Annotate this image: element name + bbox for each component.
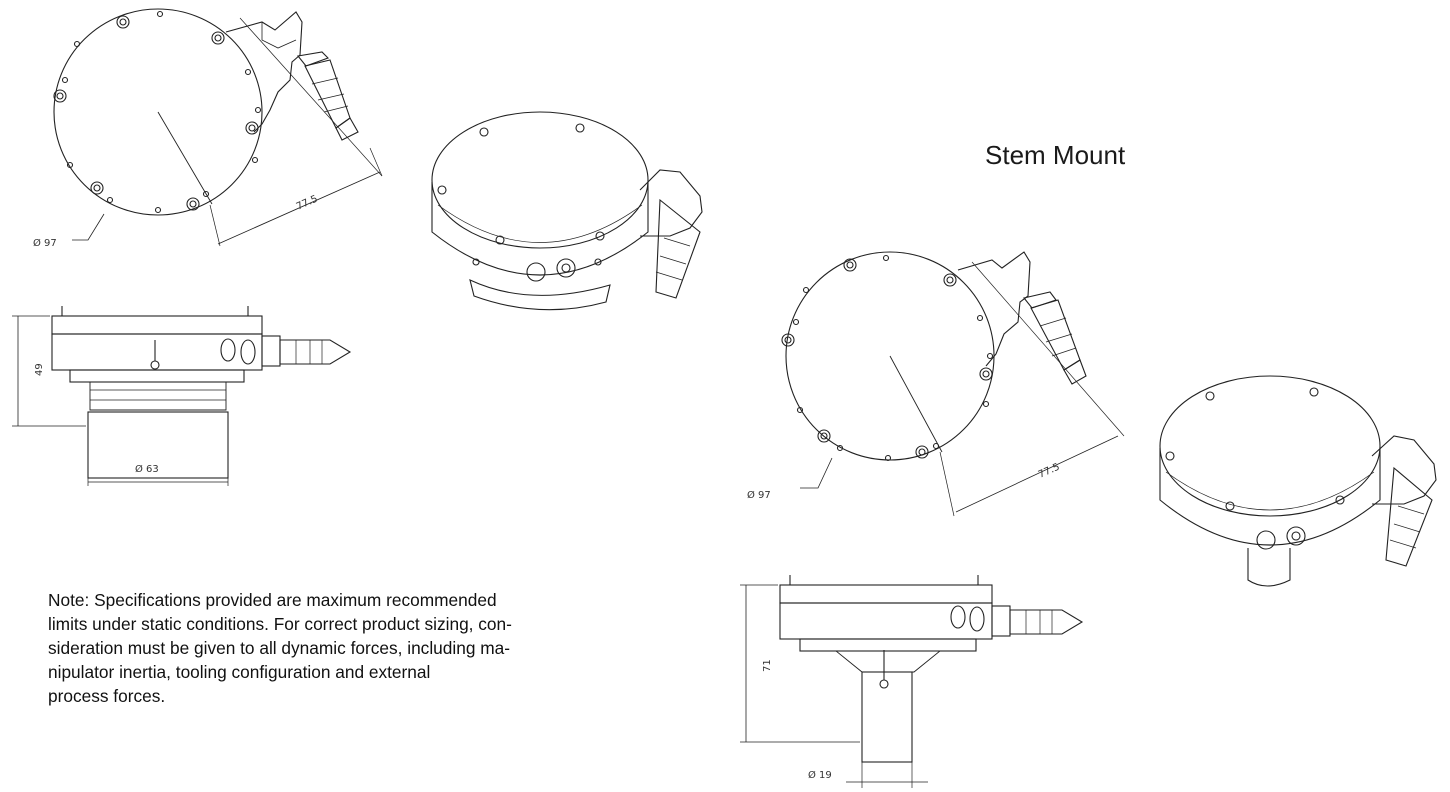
note-line-5: process forces. bbox=[48, 686, 166, 706]
right-isometric-view bbox=[1159, 375, 1437, 587]
note-line-4: nipulator inertia, tooling configuration… bbox=[48, 662, 431, 682]
specification-note: Note: Specifications provided are maximu… bbox=[48, 588, 623, 708]
note-line-1: Note: Specifications provided are maximu… bbox=[48, 590, 497, 610]
right-diameter-label: Ø 97 bbox=[747, 489, 771, 501]
stem-mount-heading: Stem Mount bbox=[985, 140, 1126, 170]
left-isometric-view bbox=[431, 111, 703, 311]
left-side-view: 49 Ø 63 bbox=[12, 306, 352, 486]
left-base-diameter-label: Ø 63 bbox=[135, 463, 159, 475]
right-stem-diameter-label: Ø 19 bbox=[808, 769, 832, 781]
left-top-view: Ø 97 77.5 bbox=[33, 8, 383, 249]
note-line-3: sideration must be given to all dynamic … bbox=[48, 638, 511, 658]
left-height-label: 49 bbox=[34, 363, 45, 376]
right-top-view: Ø 97 77.5 bbox=[747, 251, 1125, 517]
left-top-holes bbox=[53, 10, 262, 214]
note-line-2: limits under static conditions. For corr… bbox=[48, 614, 512, 634]
right-side-view: Ø 19 71 bbox=[740, 575, 1084, 788]
left-diameter-label: Ø 97 bbox=[33, 237, 57, 249]
right-length-label: 77.5 bbox=[1037, 462, 1062, 481]
left-length-label: 77.5 bbox=[295, 194, 320, 213]
right-height-label: 71 bbox=[762, 659, 773, 672]
right-top-holes bbox=[781, 254, 994, 462]
